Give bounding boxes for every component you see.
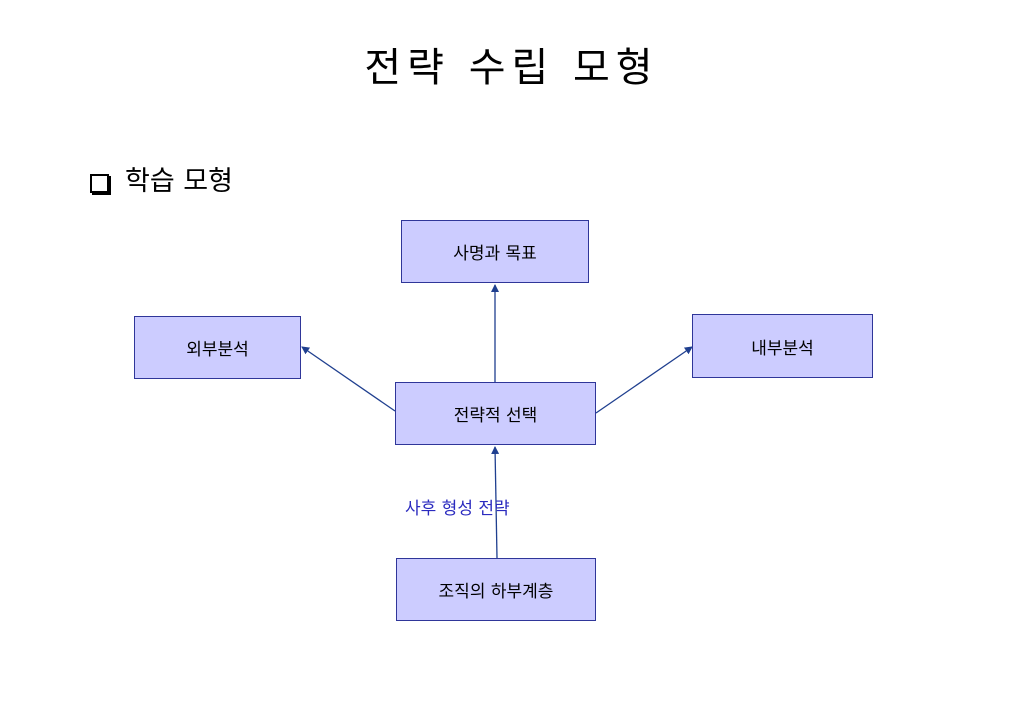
checkbox-bullet-icon	[90, 173, 109, 193]
node-internal-analysis: 내부분석	[692, 314, 873, 378]
edge-label-emergent-strategy: 사후 형성 전략	[405, 499, 510, 519]
section-heading-text: 학습 모형	[125, 166, 233, 197]
node-strategic-choice: 전략적 선택	[395, 382, 596, 445]
page-title: 전략 수립 모형	[364, 45, 659, 91]
node-sub-units: 조직의 하부계층	[396, 558, 596, 621]
arrow-choice-to-internal	[595, 346, 693, 414]
node-mission-goals: 사명과 목표	[401, 220, 589, 283]
section-heading: 학습 모형	[90, 164, 233, 200]
node-external-analysis: 외부분석	[134, 316, 301, 379]
arrow-choice-to-external	[301, 346, 396, 412]
arrow-sub-to-choice	[491, 446, 500, 559]
